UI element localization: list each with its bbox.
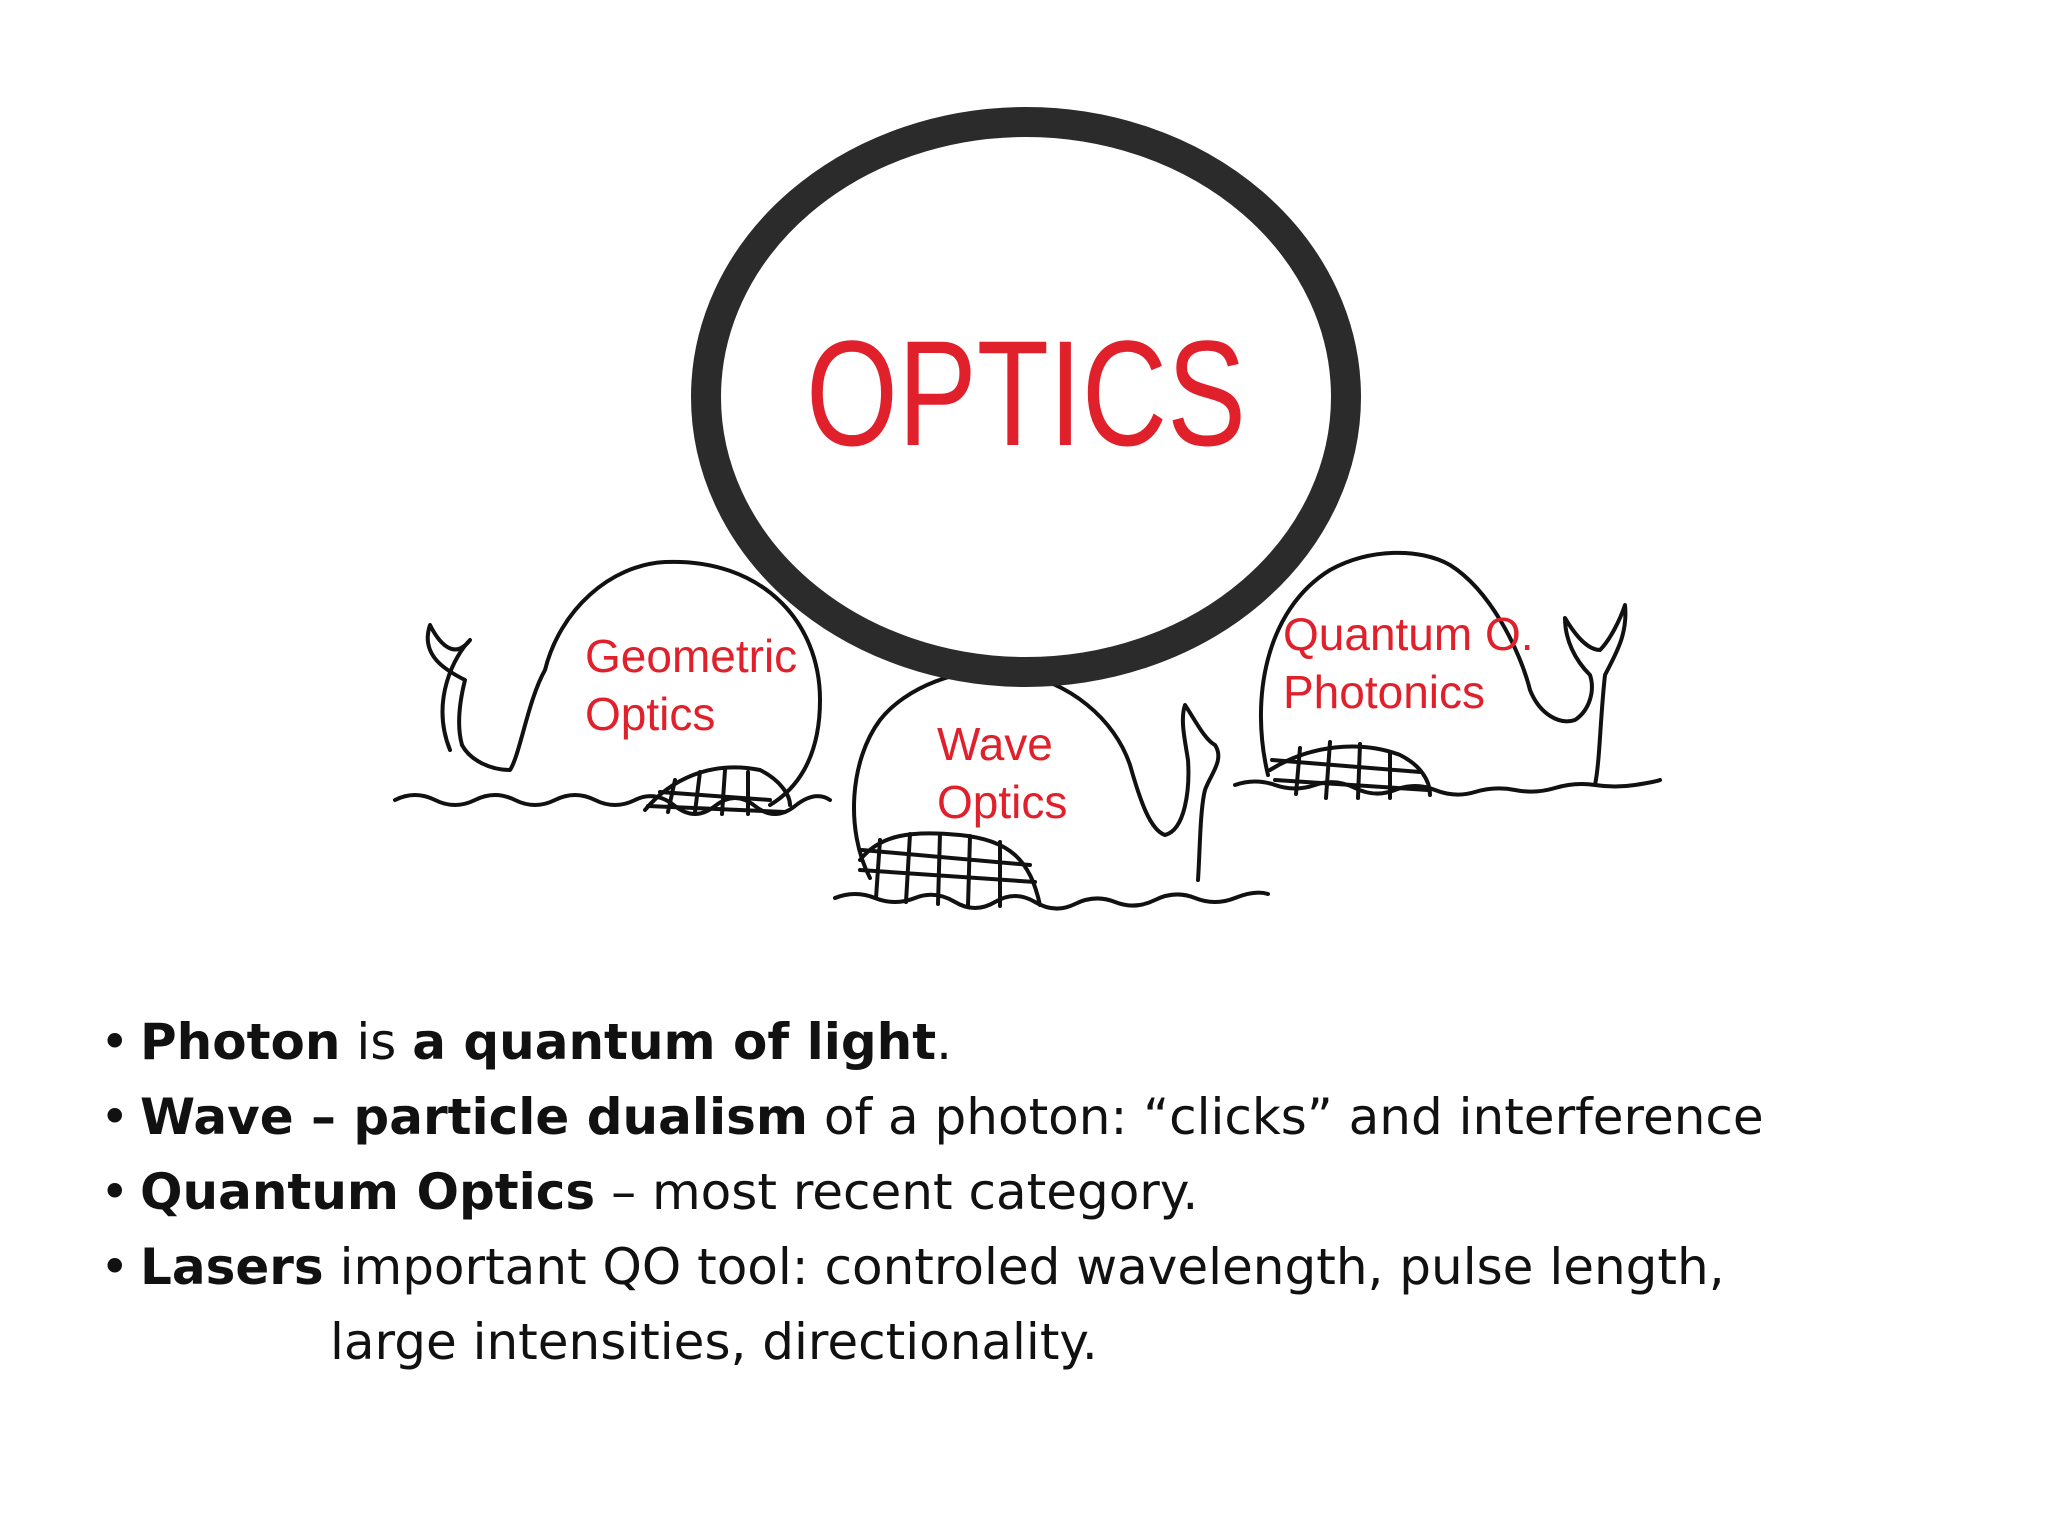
quantum-optics-label-line-1: Quantum O. [1283,608,1534,660]
quantum-optics-whale [1233,550,1662,800]
wave-optics-label-line-2: Optics [937,776,1067,828]
bullet-text-bold: Photon [140,1013,341,1071]
bullet-dot: • [100,1238,130,1296]
optics-title: OPTICS [806,309,1246,477]
wave-optics-label-line-1: Wave [937,718,1053,770]
bullet-text-bold: a quantum of light [412,1013,937,1071]
bullet-wave-particle: • Wave – particle dualism of a photon: “… [100,1080,2000,1155]
bullet-dot: • [100,1163,130,1221]
quantum-optics-label-line-2: Photonics [1283,666,1485,718]
bullet-text: is [340,1013,413,1071]
bullet-text: . [936,1013,953,1071]
geometric-optics-whale [393,559,832,816]
geometric-optics-label-line-2: Optics [585,688,715,740]
bullet-text: – most recent category. [595,1163,1199,1221]
bullet-text-bold: Quantum Optics [140,1163,596,1221]
bullet-text-bold: Wave – particle dualism [140,1088,809,1146]
bullet-photon: • Photon is a quantum of light. [100,1005,2000,1080]
bullet-lasers: • Lasers important QO tool: controled wa… [100,1230,2000,1305]
bullet-quantum-optics: • Quantum Optics – most recent category. [100,1155,2000,1230]
optics-diagram: OPTICS Geometric Optics Wave Optics Quan… [393,107,1662,911]
bullet-text: of a photon: “clicks” and interference [808,1088,1764,1146]
geometric-optics-label-line-1: Geometric [585,630,797,682]
bullet-dot: • [100,1088,130,1146]
bullet-text: important QO tool: controled wavelength,… [323,1238,1725,1296]
bullet-lasers-continuation: large intensities, directionality. [330,1313,1098,1371]
bullet-list: • Photon is a quantum of light. • Wave –… [100,1005,2000,1380]
bullet-text-bold: Lasers [140,1238,324,1296]
bullet-dot: • [100,1013,130,1071]
optics-ring [691,107,1361,687]
wave-optics-whale [833,668,1270,911]
